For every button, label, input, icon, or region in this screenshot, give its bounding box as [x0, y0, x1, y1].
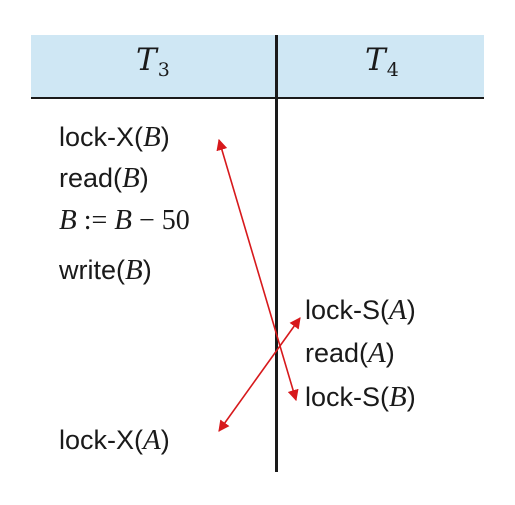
arrow-lock-s-a-to-lock-x-a [218, 317, 301, 432]
t3-read-b: read(B) [59, 162, 149, 194]
t3-lock-x-b: lock-X(B) [59, 121, 170, 153]
arrow-lock-x-b-to-lock-s-b [216, 138, 299, 402]
column-header-t4: T4 [365, 42, 399, 81]
t3-assign-b: B := B − 50 [59, 204, 190, 236]
t3-write-b: write(B) [59, 254, 152, 286]
column-header-t3: T3 [136, 42, 170, 81]
header-rule [31, 97, 484, 99]
t3-lock-x-a: lock-X(A) [59, 424, 170, 456]
table-header [31, 35, 484, 97]
t4-lock-s-b: lock-S(B) [305, 381, 416, 413]
t4-lock-s-a: lock-S(A) [305, 294, 416, 326]
t4-read-a: read(A) [305, 337, 395, 369]
